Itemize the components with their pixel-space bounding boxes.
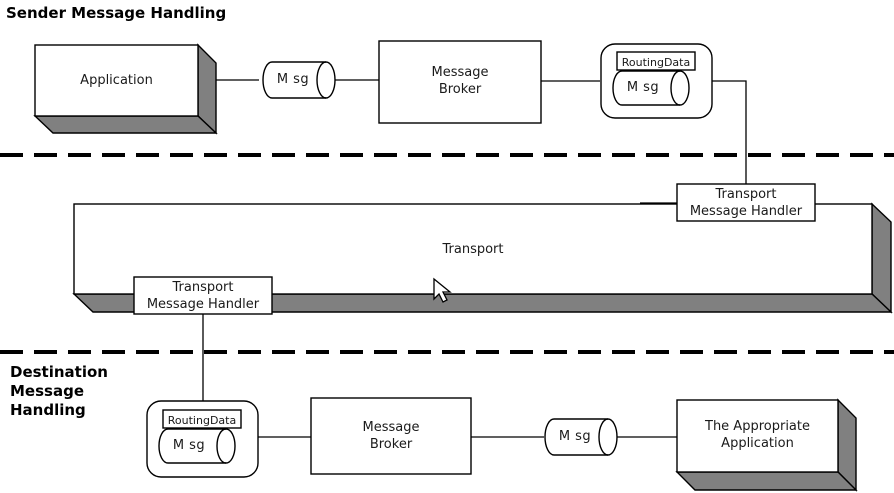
node-broker-destination[interactable] — [310, 397, 472, 475]
connector-routing-to-tmh-top — [712, 80, 747, 184]
node-transport-message-handler-top[interactable] — [640, 183, 816, 222]
routingdata-sender-cylinder-end — [670, 70, 681, 106]
routingdata-dest-tag — [162, 409, 242, 429]
arrow-pointer-icon — [433, 277, 452, 303]
node-application[interactable] — [33, 43, 218, 135]
node-broker-sender[interactable] — [378, 40, 542, 124]
node-msg-destination[interactable] — [544, 418, 618, 456]
node-appropriate-application[interactable] — [675, 398, 858, 492]
msg-dest-end-ellipse — [598, 418, 609, 456]
msg-dest-body — [544, 418, 618, 456]
tmh-bottom-box — [133, 276, 273, 315]
app-dest-front-face — [676, 399, 839, 473]
application-bottom-face — [33, 115, 218, 134]
section-title-destination: Destination Message Handling — [10, 363, 108, 419]
tmh-top-box — [676, 183, 816, 222]
app-dest-bottom-face — [675, 471, 858, 491]
msg-sender-end-ellipse — [316, 61, 327, 99]
routingdata-dest-cylinder-end — [216, 428, 227, 464]
node-msg-sender[interactable] — [262, 61, 336, 99]
routingdata-sender-inner-cylinder — [612, 70, 690, 106]
routingdata-sender-tag — [616, 51, 696, 71]
msg-sender-body — [262, 61, 336, 99]
section-title-sender: Sender Message Handling — [6, 4, 227, 22]
node-routingdata-destination[interactable] — [146, 400, 259, 478]
node-transport-message-handler-bottom[interactable] — [133, 276, 273, 315]
node-routingdata-sender[interactable] — [600, 43, 713, 119]
routingdata-dest-inner-cylinder — [158, 428, 236, 464]
application-front-face — [34, 44, 199, 117]
